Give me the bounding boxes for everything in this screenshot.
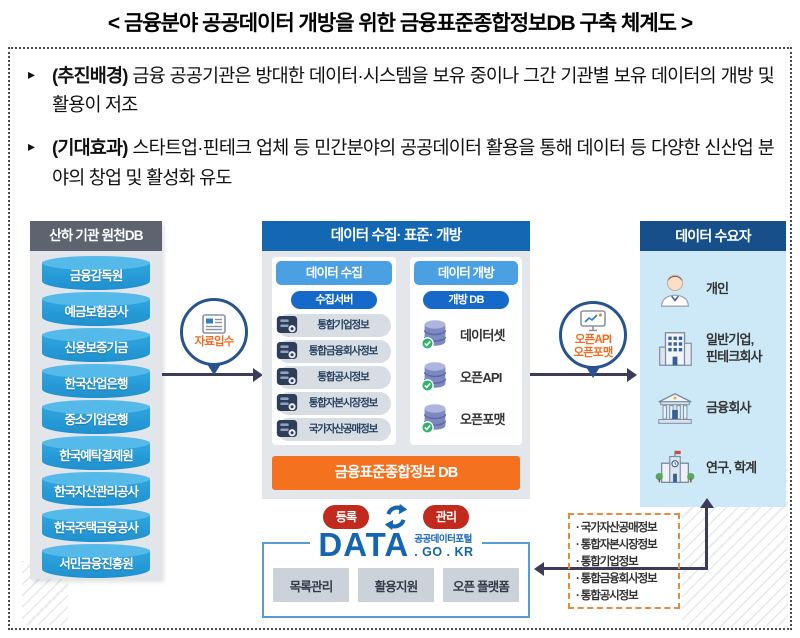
collect-item: 통합공시정보	[276, 366, 391, 389]
dotted-frame: ▸ (추진배경) 금융 공공기관은 방대한 데이터·시스템을 보유 중이나 그간 …	[8, 47, 792, 630]
db-cylinder: 예금보험공사	[42, 292, 150, 326]
bank-icon	[658, 392, 692, 424]
collect-item: 통합금융회사정보	[276, 340, 391, 363]
person-icon	[660, 274, 690, 307]
bullet-text: 스타트업·핀테크 업체 등 민간분야의 공공데이터 활용을 통해 데이터 등 다…	[52, 137, 775, 188]
db-cylinder: 서민금융진흥원	[42, 544, 150, 578]
feedback-item: ·국가자산공매정보	[576, 522, 658, 534]
page-title: < 금융분야 공공데이터 개방을 위한 금융표준종합정보DB 구축 체계도 >	[107, 12, 693, 35]
consumers-header: 데이터 수요자	[640, 221, 786, 251]
logo-domain: . GO . KR	[414, 545, 474, 559]
open-api-label: 오픈API 오픈포맷	[573, 333, 613, 359]
data-go-kr-logo: DATA 공공데이터포털 . GO . KR	[262, 528, 530, 562]
portal-button-catalog: 목록관리	[273, 568, 349, 602]
consumer-item: 일반기업, 핀테크회사	[654, 328, 786, 370]
feedback-item: ·통합자본시장정보	[576, 539, 658, 551]
ingest-label: 자료입수	[194, 336, 234, 349]
bullet-text: 금융 공공기관은 방대한 데이터·시스템을 보유 중이나 그간 기관별 보유 데…	[52, 65, 775, 116]
standard-db-bar: 금융표준종합정보 DB	[272, 456, 520, 490]
feedback-info-list: ·국가자산공매정보 ·통합자본시장정보 ·통합기업정보 ·통합금융회사정보 ·통…	[568, 513, 680, 609]
server-icon	[276, 394, 298, 411]
open-item: 오픈포맷	[418, 398, 518, 438]
open-item: 오픈API	[418, 356, 518, 396]
open-api-badge: 오픈API 오픈포맷	[559, 301, 627, 378]
sync-icon	[384, 503, 408, 531]
db-cylinder: 한국주택금융공사	[42, 508, 150, 542]
logo-subtitle: 공공데이터포털	[414, 534, 472, 545]
database-check-icon	[421, 320, 447, 350]
database-check-icon	[421, 362, 447, 392]
collect-item: 통합자본시장정보	[276, 392, 391, 415]
db-cylinder: 금융감독원	[42, 256, 150, 290]
db-cylinder: 중소기업은행	[42, 400, 150, 434]
bullet-effect: ▸ (기대효과) 스타트업·핀테크 업체 등 민간분야의 공공데이터 활용을 통해…	[26, 133, 775, 191]
bullet-marker-icon: ▸	[28, 66, 35, 82]
register-badge: 등록	[323, 505, 369, 529]
server-icon	[276, 342, 298, 359]
db-cylinder: 한국예탁결제원	[42, 436, 150, 470]
center-header: 데이터 수집· 표준· 개방	[262, 221, 530, 251]
bullet-label: (기대효과)	[52, 137, 128, 159]
data-open-header: 데이터 개방	[414, 261, 518, 285]
connector-head-left	[534, 561, 544, 576]
open-db-pill: 개방 DB	[423, 291, 509, 309]
feedback-item: ·통합금융회사정보	[576, 573, 658, 585]
manage-badge: 관리	[423, 505, 469, 529]
consumer-item: 연구, 학계	[654, 447, 786, 489]
source-db-panel: 산하 기관 원천DB 금융감독원 예금보험공사 신용보증기금 한국산업은행 중소…	[30, 221, 162, 579]
db-cylinder: 한국자산관리공사	[42, 472, 150, 506]
consumer-item: 금융회사	[654, 388, 786, 430]
feedback-item: ·통합기업정보	[576, 556, 639, 568]
consumer-item: 개인	[654, 269, 786, 311]
arrow-open-line	[530, 373, 628, 376]
bullet-marker-icon: ▸	[28, 138, 35, 155]
connector-vertical-line	[705, 507, 708, 569]
feedback-item: ·통합공시정보	[576, 590, 639, 602]
document-icon	[202, 314, 226, 335]
data-collect-header: 데이터 수집	[276, 261, 392, 285]
db-cylinder: 한국산업은행	[42, 364, 150, 398]
portal-button-support: 활용지원	[358, 568, 434, 602]
open-item: 데이터셋	[418, 314, 518, 354]
collect-server-pill: 수집서버	[291, 291, 377, 309]
portal-button-platform: 오픈 플랫폼	[443, 568, 519, 602]
server-icon	[276, 316, 298, 333]
source-db-header: 산하 기관 원천DB	[30, 221, 162, 251]
collect-item: 통합기업정보	[276, 314, 391, 337]
data-collect-panel: 데이터 수집 수집서버 통합기업정보 통합금융회사정보 통합공시정보 통합자본시…	[272, 257, 396, 445]
logo-data-text: DATA	[318, 526, 410, 563]
consumers-panel: 데이터 수요자 개인	[640, 221, 786, 507]
office-building-icon	[659, 332, 692, 367]
data-open-panel: 데이터 개방 개방 DB 데이터셋	[410, 257, 522, 445]
connector-horizontal-line	[543, 567, 708, 570]
server-icon	[276, 368, 298, 385]
summary-bullets: ▸ (추진배경) 금융 공공기관은 방대한 데이터·시스템을 보유 중이나 그간 …	[26, 61, 775, 206]
collect-item: 국가자산공매정보	[276, 418, 391, 441]
ingest-badge: 자료입수	[180, 298, 248, 375]
school-icon	[655, 451, 695, 484]
arrow-open-head	[627, 367, 637, 382]
bullet-label: (추진배경)	[52, 65, 128, 86]
bullet-background: ▸ (추진배경) 금융 공공기관은 방대한 데이터·시스템을 보유 중이나 그간 …	[26, 61, 775, 119]
monitor-icon	[580, 309, 606, 332]
database-check-icon	[421, 404, 447, 434]
connector-head-up	[699, 498, 714, 508]
arrow-ingest-head	[253, 367, 263, 382]
register-manage-row: 등록 관리	[262, 503, 530, 531]
db-cylinder: 신용보증기금	[42, 328, 150, 362]
server-icon	[276, 420, 298, 437]
